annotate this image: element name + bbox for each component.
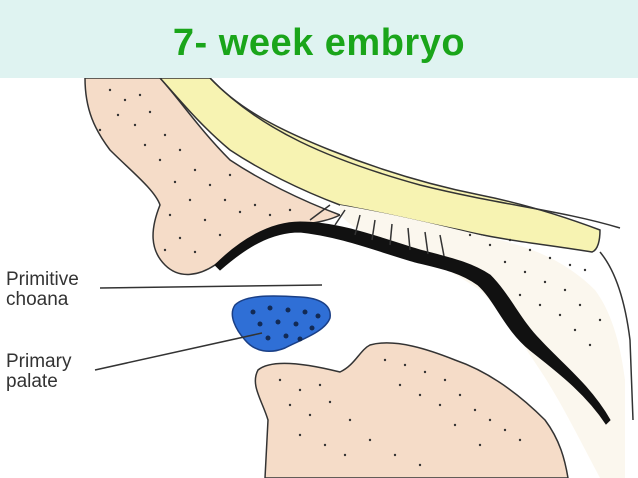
label-primary-palate: Primary palate [6,352,71,392]
label-primitive-choana-line2: choana [6,289,69,310]
label-primitive-choana-line1: Primitive [6,269,79,290]
label-primary-palate-line2: palate [6,371,58,392]
choana-leader-line [99,284,323,289]
title-bar: 7- week embryo [0,0,638,78]
embryo-diagram [84,78,634,478]
outer-top-line [209,78,621,229]
lower-tissue [254,342,569,478]
hatch-lines [309,204,445,257]
slide-title: 7- week embryo [172,22,466,64]
palate-leader-line [94,332,263,371]
yellow-band [158,78,601,253]
right-tissue [340,205,625,478]
label-primitive-choana: Primitive choana [6,270,79,310]
black-epithelium [214,221,611,425]
outer-right-line [599,251,634,421]
stipple-right [468,233,602,347]
label-primary-palate-line1: Primary [6,351,72,372]
stipple-upper [98,88,292,254]
primitive-choana-blob [231,295,331,353]
choana-dots [250,305,321,342]
stipple-lower [278,358,522,467]
